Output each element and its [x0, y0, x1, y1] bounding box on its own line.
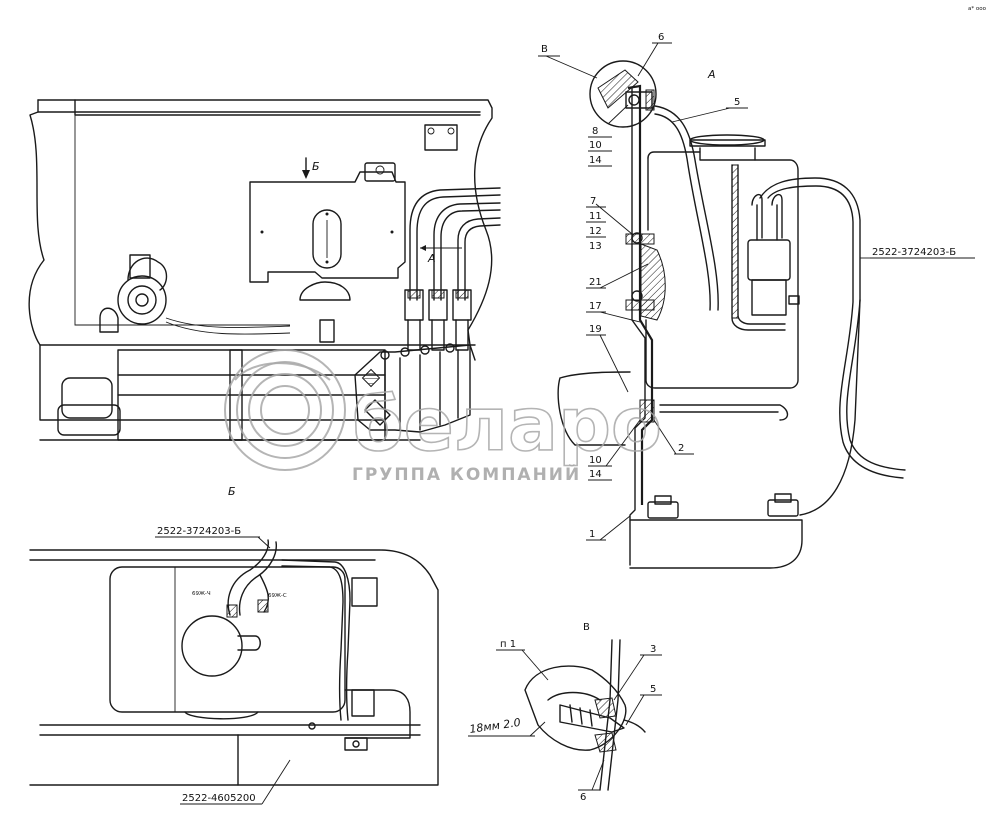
callout-19: 19	[589, 324, 602, 335]
callout-1: 1	[589, 529, 595, 540]
callout-10b: 10	[589, 455, 602, 466]
callout-8: 8	[592, 126, 598, 137]
view-b-arrow-label: Б	[312, 160, 320, 173]
harness-label-b: 2522-3724203-Б	[157, 526, 241, 537]
callout-12: 12	[589, 226, 602, 237]
callout-2: 2	[678, 443, 684, 454]
watermark-logo-icon	[224, 349, 346, 471]
callout-17: 17	[589, 301, 602, 312]
harness-label-a: 2522-3724203-Б	[872, 247, 956, 258]
callout-5: 5	[734, 97, 740, 108]
detail-v: В п 1 3 5 6 18мм 2.0	[468, 622, 662, 803]
callout-10: 10	[589, 140, 602, 151]
callout-6b: 6	[580, 792, 586, 803]
callout-14: 14	[589, 155, 602, 166]
callout-13: 13	[589, 241, 602, 252]
watermark-subtitle: ГРУППА КОМПАНИЙ	[352, 463, 581, 485]
marking-right: 69Ж-С	[268, 593, 287, 599]
watermark-brand: белаpo	[352, 382, 662, 468]
bracket-label: 2522-4605200	[182, 793, 256, 804]
marking-left: 69Ж-Ч	[192, 591, 211, 597]
view-b: 69Ж-Ч 69Ж-С 2522-3724203-Б 2522-4605200	[29, 526, 439, 805]
view-a-title: A	[707, 68, 716, 81]
callout-21: 21	[589, 277, 602, 288]
callout-p1: п 1	[500, 639, 516, 650]
view-b-title: Б	[228, 485, 236, 498]
callout-6: 6	[658, 32, 664, 43]
callout-11: 11	[589, 211, 602, 222]
callout-14b: 14	[589, 469, 602, 480]
watermark: белаpo ГРУППА КОМПАНИЙ	[224, 349, 663, 485]
view-a: A	[538, 32, 975, 569]
callout-5b: 5	[650, 684, 656, 695]
callout-3: 3	[650, 644, 656, 655]
view-a-arrow-label: A	[427, 252, 436, 265]
callout-view-v: В	[541, 44, 548, 55]
callout-7: 7	[590, 196, 596, 207]
rotated-note: 18мм 2.0	[469, 716, 522, 736]
detail-v-title: В	[583, 622, 590, 633]
corner-mark: a* ooo	[968, 6, 987, 12]
